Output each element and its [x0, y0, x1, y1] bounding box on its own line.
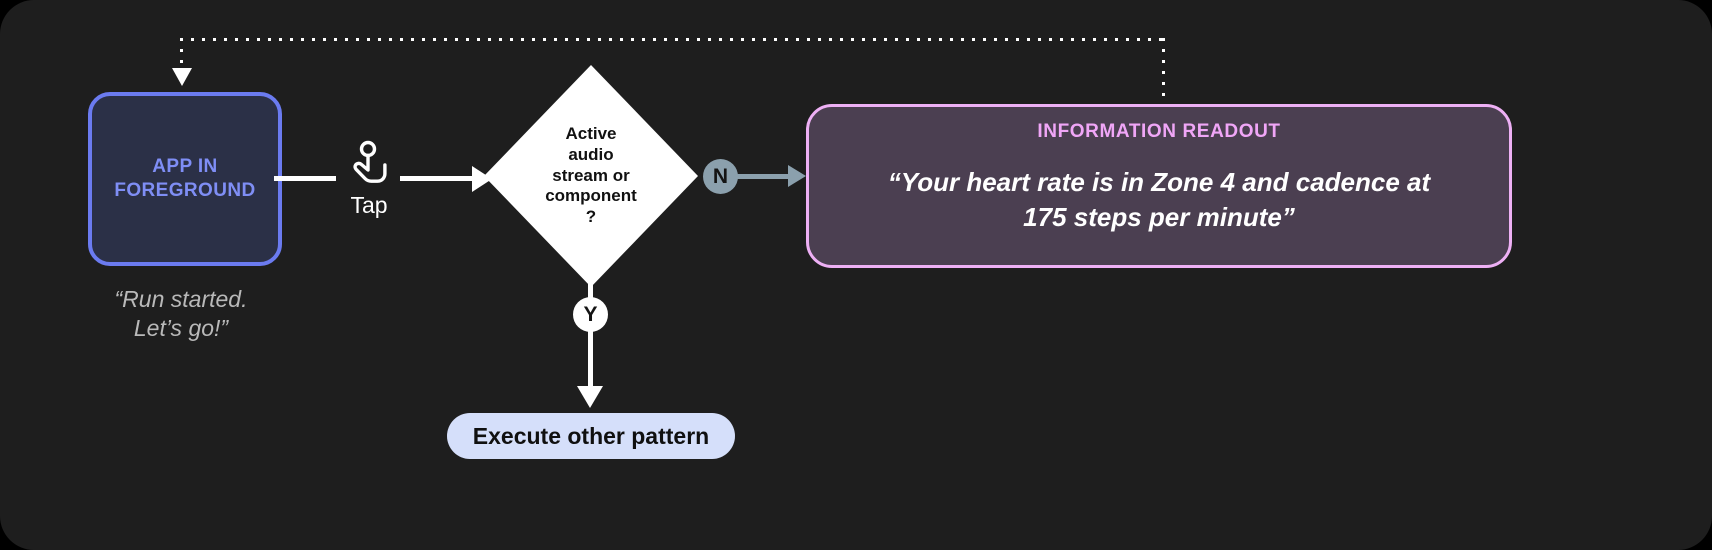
connector-no-branch [736, 174, 792, 179]
feedback-loop-arrowhead-icon [172, 68, 192, 86]
tap-gesture-icon [353, 140, 387, 183]
connector-tap-to-decision [400, 176, 478, 181]
branch-badge-no: N [703, 159, 738, 194]
information-readout-body: “Your heart rate is in Zone 4 and cadenc… [887, 167, 1431, 232]
node-information-readout[interactable]: INFORMATION READOUT “Your heart rate is … [806, 104, 1512, 268]
connector-yes-lower [588, 330, 593, 392]
information-readout-title: INFORMATION READOUT [1037, 121, 1281, 142]
connector-no-arrowhead-icon [788, 165, 806, 187]
connector-yes-arrowhead-icon [577, 386, 603, 408]
branch-badge-yes: Y [573, 297, 608, 332]
node-execute-other-pattern[interactable]: Execute other pattern [447, 413, 735, 459]
feedback-loop-left-segment [180, 38, 183, 72]
connector-decision-arrowhead-icon [472, 166, 492, 192]
feedback-loop-horizontal-line [180, 38, 1164, 41]
app-in-foreground-caption: “Run started.Let’s go!” [114, 286, 248, 342]
connector-app-to-tap [274, 176, 336, 181]
execute-other-pattern-label: Execute other pattern [472, 422, 710, 449]
gesture-tap-label: Tap [350, 192, 388, 218]
branch-badge-no-label: N [712, 164, 729, 188]
feedback-loop-right-segment [1162, 38, 1165, 104]
branch-badge-yes-label: Y [583, 302, 598, 326]
gesture-tap-group: Tap [336, 140, 402, 219]
